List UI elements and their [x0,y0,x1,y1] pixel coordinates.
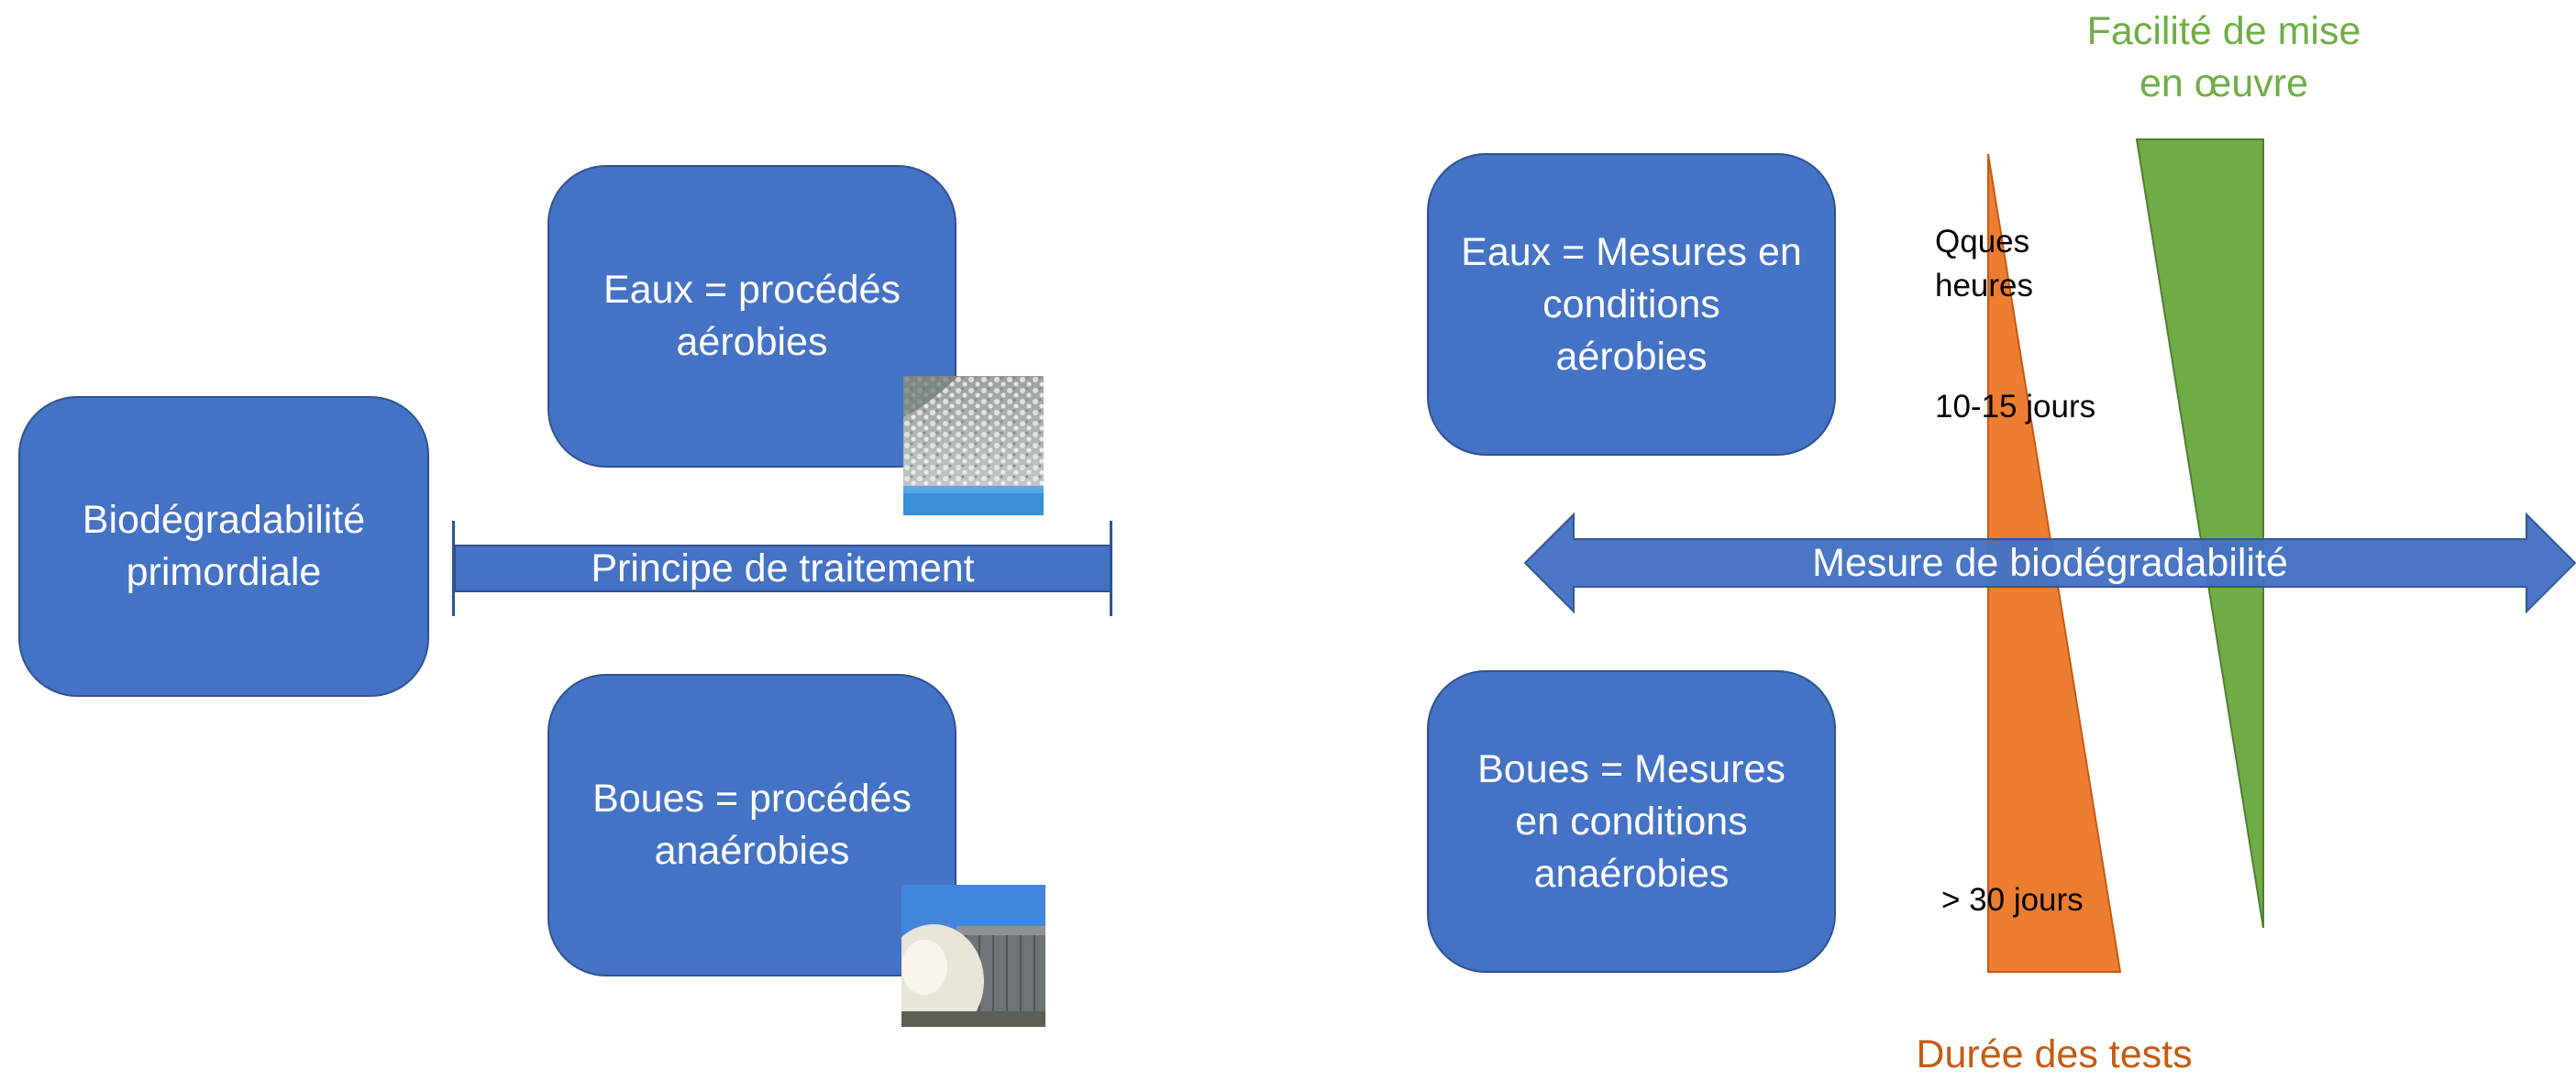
hours-label: Qques heures [1935,224,2034,303]
days-mid-label: 10-15 jours [1935,389,2096,425]
water-aerobic-process-label: Eaux = procédés aérobies [603,268,901,364]
water-aerobic-process-box: Eaux = procédés aérobies [547,165,956,468]
sludge-anaerobic-process-label: Boues = procédés anaérobies [592,777,912,873]
primary-biodegradability-box: Biodégradabilité primordiale [18,396,429,697]
test-duration-title: Durée des tests [1916,1032,2193,1076]
ease-wedge [2135,138,2264,929]
treatment-principle-bar: Principe de traitement [454,545,1111,592]
bar-left-end-tick [452,521,455,616]
biodegradability-double-arrow [1523,512,2576,614]
water-aerobic-measure-label: Eaux = Mesures en conditions aérobies [1461,229,1802,379]
ease-of-implementation-title: Facilité de mise en œuvre [2086,9,2361,105]
days-long-label: > 30 jours [1941,882,2084,918]
biodegradability-arrow-label-area: Mesure de biodégradabilité [1574,539,2526,587]
biodegradability-arrow-label: Mesure de biodégradabilité [1812,540,2288,585]
treatment-principle-label: Principe de traitement [591,546,975,590]
water-aerobic-measure-box: Eaux = Mesures en conditions aérobies [1427,153,1836,456]
sludge-anaerobic-process-box: Boues = procédés anaérobies [547,674,956,976]
sludge-anaerobic-measure-label: Boues = Mesures en conditions anaérobies [1477,746,1786,896]
primary-biodegradability-label: Biodégradabilité primordiale [82,498,366,594]
anaerobic-digester-photo [901,885,1045,1027]
aeration-tank-photo [903,376,1044,515]
sludge-anaerobic-measure-box: Boues = Mesures en conditions anaérobies [1427,670,1836,973]
